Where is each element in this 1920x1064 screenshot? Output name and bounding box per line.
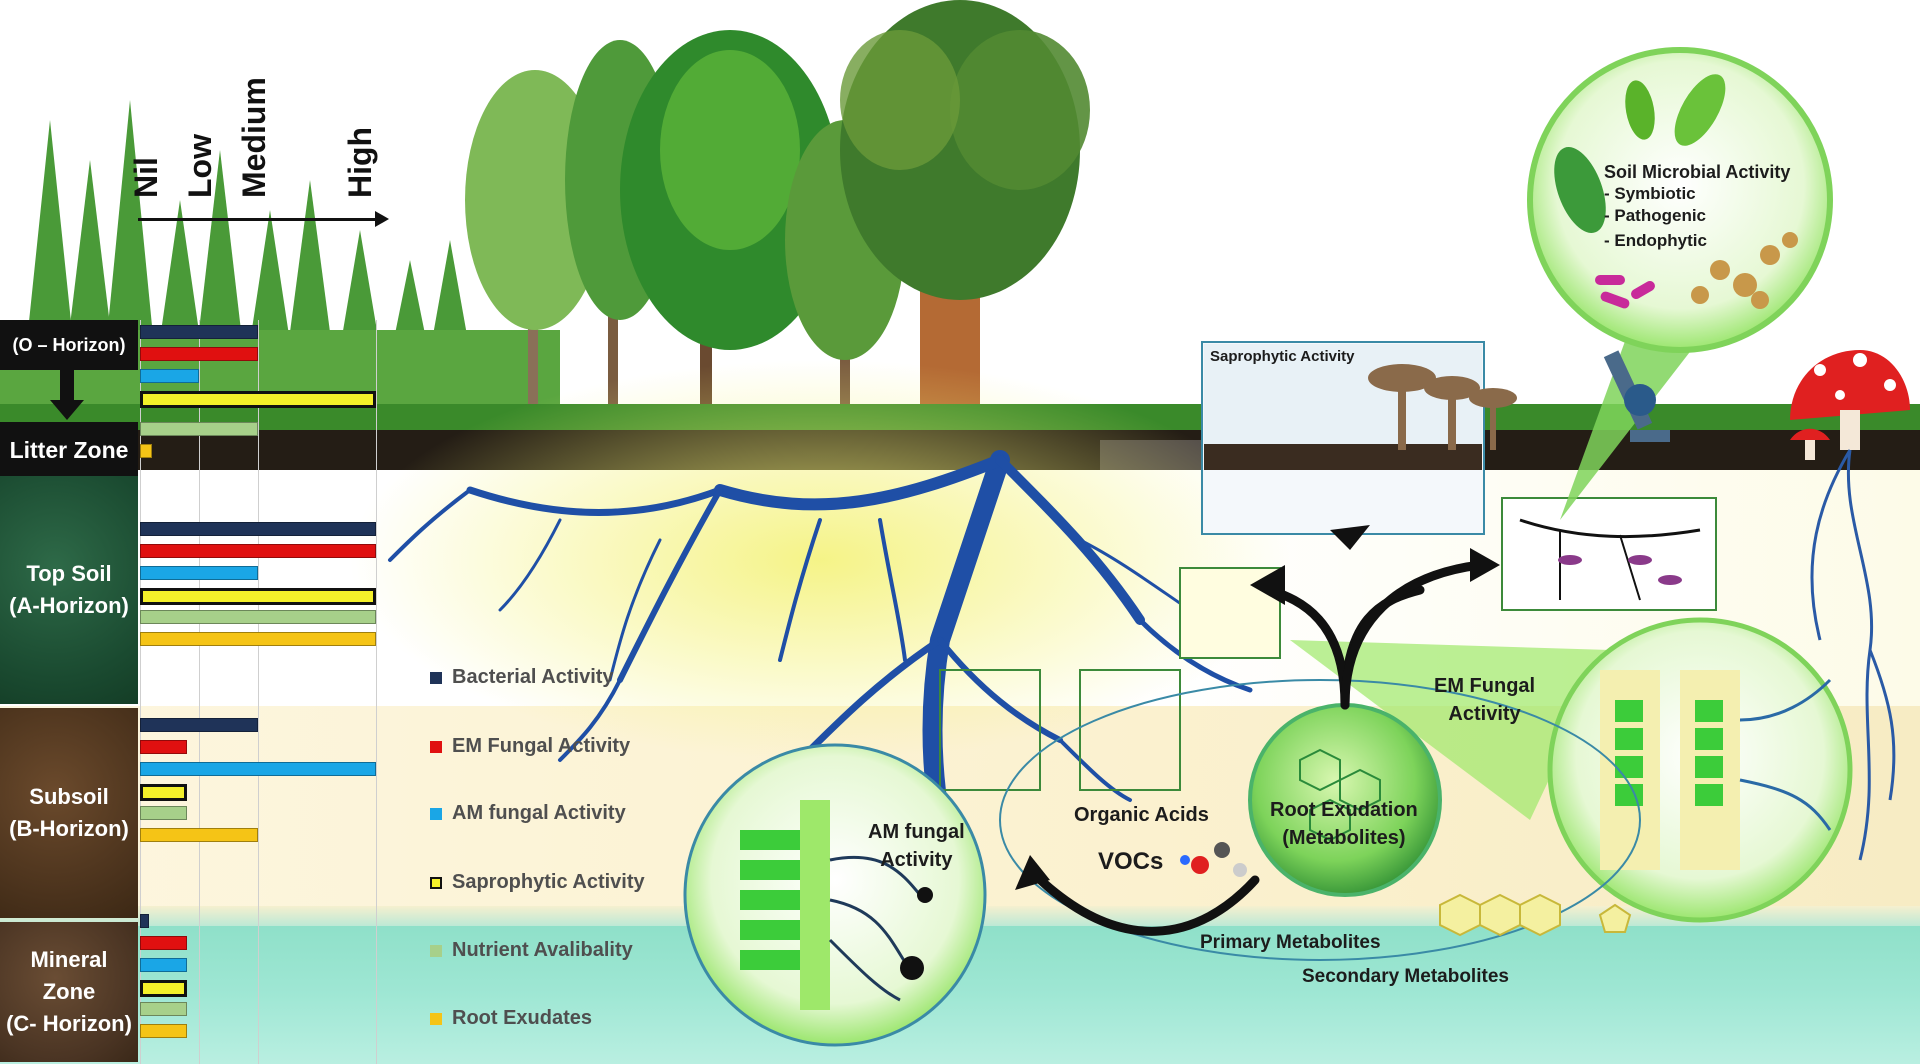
bar-am-fungal-activity [140, 566, 258, 580]
bar-nutrient-avalibality [140, 1002, 188, 1016]
bar-root-exudates [140, 828, 258, 842]
legend-item: Bacterial Activity [430, 666, 614, 689]
bar-em-fungal-activity [140, 740, 188, 754]
scale-nil: Nil [128, 157, 164, 198]
bacterial-inset [1501, 497, 1717, 611]
am-callout [683, 743, 987, 1047]
scale-axis [138, 218, 378, 221]
legend-swatch [430, 944, 442, 957]
legend-swatch [430, 1012, 442, 1025]
bar-bacterial-activity [140, 718, 258, 732]
bar-saprophytic-activity [140, 588, 376, 605]
grid-line [140, 320, 141, 1064]
primary-metabolites-label: Primary Metabolites [1200, 932, 1381, 953]
vocs-label: VOCs [1098, 848, 1164, 875]
grid-line [199, 320, 200, 1064]
bar-bacterial-activity [140, 522, 376, 536]
legend-item: Root Exudates [430, 1007, 592, 1030]
legend-label: EM Fungal Activity [452, 735, 631, 757]
legend-item: AM fungal Activity [430, 802, 626, 825]
mushroom [1790, 350, 1910, 460]
top-soil-label: Top Soil(A-Horizon) [0, 476, 138, 704]
am-box [939, 669, 1041, 791]
bar-am-fungal-activity [140, 958, 188, 972]
secondary-metabolites-label: Secondary Metabolites [1302, 966, 1509, 987]
tree-group [465, 0, 1090, 410]
microscope [1603, 350, 1670, 442]
bar-em-fungal-activity [140, 347, 258, 361]
legend-item: Saprophytic Activity [430, 871, 645, 894]
bar-em-fungal-activity [140, 936, 188, 950]
bar-am-fungal-activity [140, 369, 199, 383]
endophytic-item: - Endophytic [1604, 231, 1707, 250]
scale-axis-arrow-icon [375, 211, 389, 227]
legend-item: Nutrient Avalibality [430, 939, 633, 962]
bar-saprophytic-activity [140, 980, 188, 997]
bar-root-exudates [140, 444, 152, 458]
legend-label: Bacterial Activity [452, 666, 614, 688]
legend-label: Root Exudates [452, 1007, 593, 1029]
saprophytic-inset-title: Saprophytic Activity [1210, 348, 1355, 365]
down-arrow-shaft [60, 368, 74, 408]
bar-bacterial-activity [140, 914, 149, 928]
bar-nutrient-avalibality [140, 806, 188, 820]
subsoil-label: Subsoil(B-Horizon) [0, 708, 138, 918]
bar-bacterial-activity [140, 325, 258, 339]
bar-am-fungal-activity [140, 762, 376, 776]
organic-acids-label: Organic Acids [1074, 804, 1209, 826]
em-box [1079, 669, 1181, 791]
root-exudation-label: Root Exudation(Metabolites) [1270, 799, 1418, 849]
bar-nutrient-avalibality [140, 422, 258, 436]
mushroom-roots [1810, 449, 1896, 861]
scale-medium: Medium [236, 77, 272, 198]
bar-em-fungal-activity [140, 544, 376, 558]
scale-high: High [342, 126, 378, 198]
pathogenic-item: - Pathogenic [1604, 206, 1707, 225]
soil-microbial-title: Soil Microbial Activity [1604, 162, 1791, 182]
bar-root-exudates [140, 1024, 188, 1038]
scale-low: Low [182, 134, 218, 198]
bar-saprophytic-activity [140, 391, 376, 408]
grid-line [258, 320, 259, 1064]
grid-line [376, 320, 377, 1064]
bar-root-exudates [140, 632, 376, 646]
legend-swatch [430, 740, 442, 753]
legend-label: AM fungal Activity [452, 802, 626, 824]
litter-zone-label: Litter Zone [0, 422, 138, 478]
bar-saprophytic-activity [140, 784, 188, 801]
legend-swatch [430, 671, 442, 684]
o-horizon-label: (O – Horizon) [0, 320, 138, 370]
legend-label: Saprophytic Activity [452, 871, 645, 893]
bar-nutrient-avalibality [140, 610, 376, 624]
legend-item: EM Fungal Activity [430, 735, 630, 758]
legend-label: Nutrient Avalibality [452, 939, 633, 961]
exudation-ellipse [999, 679, 1641, 961]
symbiotic-item: - Symbiotic [1604, 184, 1696, 203]
down-arrow-icon [50, 400, 84, 420]
root-system [388, 450, 1253, 893]
legend-swatch [430, 807, 442, 820]
legend-swatch [430, 876, 442, 889]
